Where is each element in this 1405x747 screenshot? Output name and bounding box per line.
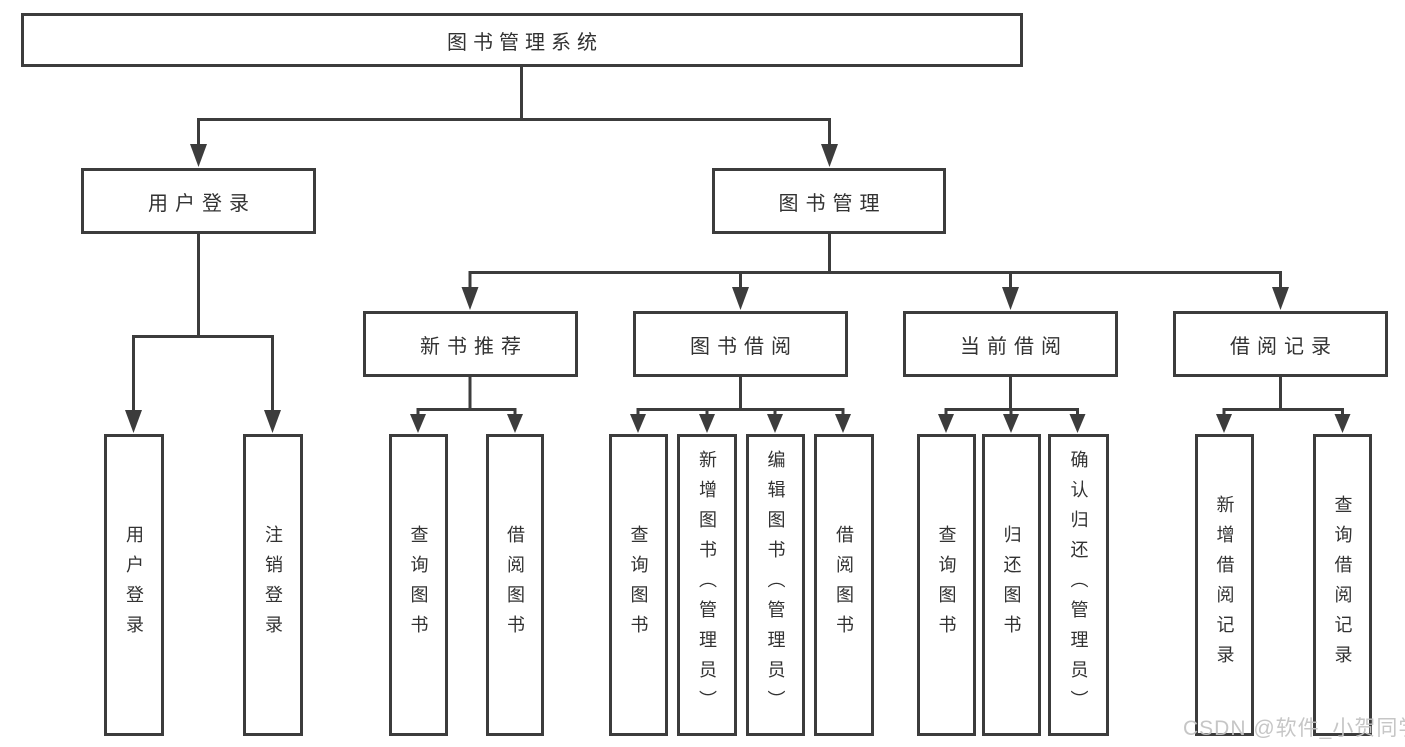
connector-book-management-to-level3 [468,234,1282,290]
node-library-management-system: 图书管理系统 [21,13,1023,67]
node-book-borrowing: 图书借阅 [633,311,848,377]
node-label: 新增图书（管理员） [697,450,717,720]
connector-new-book-recommend-to-leaves [416,377,517,417]
node-label: 借阅图书 [834,525,854,645]
node-leaf-confirm-return-admin: 确认归还（管理员） [1048,434,1109,736]
node-label: 确认归还（管理员） [1068,450,1089,720]
node-label: 用户登录 [148,192,256,215]
connector-root-to-level2 [197,66,831,148]
node-label: 查询图书 [936,525,957,645]
node-leaf-query-books-borrowing: 查询图书 [609,434,668,736]
node-leaf-user-login: 用户登录 [104,434,164,736]
connector-user-login-to-leaves [132,234,274,413]
node-label: 当前借阅 [960,335,1068,358]
node-leaf-add-borrow-record: 新增借阅记录 [1195,434,1254,736]
node-leaf-edit-book-admin: 编辑图书（管理员） [746,434,805,736]
node-new-book-recommend: 新书推荐 [363,311,578,377]
node-label: 新增借阅记录 [1214,495,1235,675]
node-label: 新书推荐 [420,335,528,358]
node-leaf-query-borrow-record: 查询借阅记录 [1313,434,1372,736]
node-book-management: 图书管理 [712,168,946,234]
connector-current-borrowing-to-leaves [944,377,1079,417]
node-leaf-borrow-books: 借阅图书 [814,434,874,736]
connector-borrowing-records-to-leaves [1222,377,1344,417]
csdn-watermark: CSDN @软件_小贺同学 [1183,717,1405,740]
node-label: 查询图书 [628,525,649,645]
node-leaf-query-books-current: 查询图书 [917,434,976,736]
node-leaf-borrow-books-recommend: 借阅图书 [486,434,544,736]
node-label: 图书管理 [778,192,887,215]
node-leaf-return-books: 归还图书 [982,434,1041,736]
node-leaf-logout: 注销登录 [243,434,303,736]
node-label: 图书管理系统 [447,31,603,54]
node-borrowing-records: 借阅记录 [1173,311,1388,377]
node-label: 借阅记录 [1230,335,1338,358]
node-label: 注销登录 [263,525,283,645]
node-current-borrowing: 当前借阅 [903,311,1118,377]
node-label: 借阅图书 [505,525,525,645]
node-label: 查询图书 [408,525,429,645]
node-label: 查询借阅记录 [1332,495,1353,675]
node-leaf-add-book-admin: 新增图书（管理员） [677,434,737,736]
arrowheads [125,144,1351,433]
connector-book-borrowing-to-leaves [636,377,845,417]
node-label: 归还图书 [1001,525,1022,645]
node-label: 图书借阅 [690,335,798,358]
node-label: 用户登录 [124,525,144,645]
node-leaf-query-books-recommend: 查询图书 [389,434,448,736]
node-label: 编辑图书（管理员） [765,450,786,720]
node-user-login: 用户登录 [81,168,316,234]
